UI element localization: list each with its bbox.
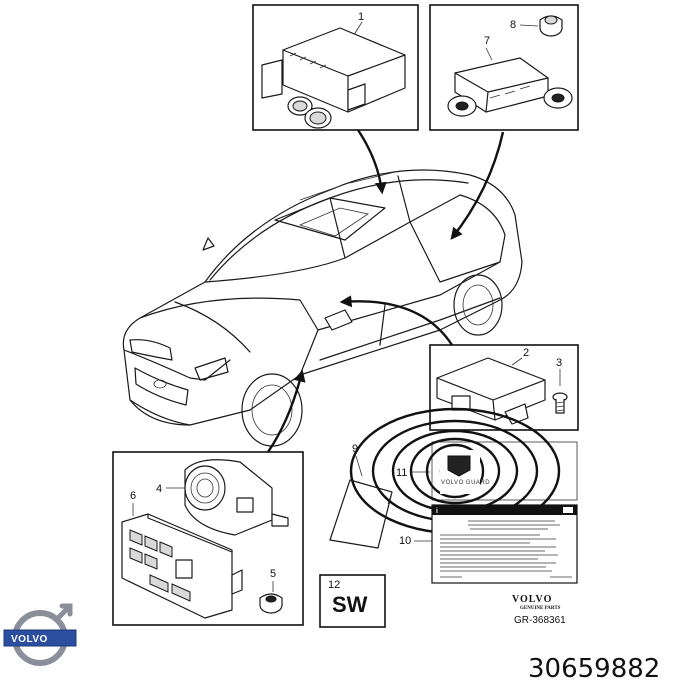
callout-12: 12: [328, 579, 340, 591]
control-module-1: [261, 27, 406, 129]
box-part-1: 1: [252, 4, 419, 131]
callout-3: 3: [556, 357, 562, 369]
svg-text:i: i: [436, 508, 438, 515]
drawing-reference: GR-368361: [514, 615, 566, 626]
callout-4: 4: [156, 483, 162, 495]
callout-2: 2: [523, 347, 529, 359]
volvo-logo: VOLVO: [3, 603, 77, 666]
callout-1: 1: [358, 11, 364, 23]
callout-10: 10: [399, 535, 411, 547]
label-12: 12 SW: [319, 574, 386, 628]
sensor-7: [447, 57, 573, 117]
box-part-4-5-6: 4 6 5: [112, 451, 304, 626]
logo-text: VOLVO: [11, 634, 48, 645]
nut-5: [259, 593, 283, 614]
callout-9: 9: [352, 443, 358, 455]
callout-7: 7: [484, 35, 490, 47]
instruction-label-10: 10 i: [399, 504, 578, 584]
brand-subtitle: GENUINE PARTS: [520, 606, 561, 611]
car-outline: [122, 169, 523, 447]
callout-8: 8: [510, 19, 516, 31]
control-unit-6: [121, 513, 243, 619]
callout-11: 11: [396, 467, 407, 479]
brand-block: VOLVO GENUINE PARTS GR-368361: [512, 594, 566, 626]
sticker-11-text: VOLVO GUARD: [441, 480, 490, 486]
callout-6: 6: [130, 490, 136, 502]
siren-4: [184, 459, 289, 536]
label-12-text: SW: [332, 592, 368, 617]
box-part-7-8: 8 7: [429, 4, 579, 131]
callout-5: 5: [270, 568, 276, 580]
brand-name: VOLVO: [512, 594, 552, 605]
sticker-11: 11 VOLVO GUARD: [349, 407, 578, 535]
module-2: [436, 357, 546, 425]
nut-8: [539, 15, 563, 37]
part-number: 30659882: [528, 654, 660, 684]
callout-arrows: [267, 129, 505, 453]
screw-3: [552, 392, 568, 414]
